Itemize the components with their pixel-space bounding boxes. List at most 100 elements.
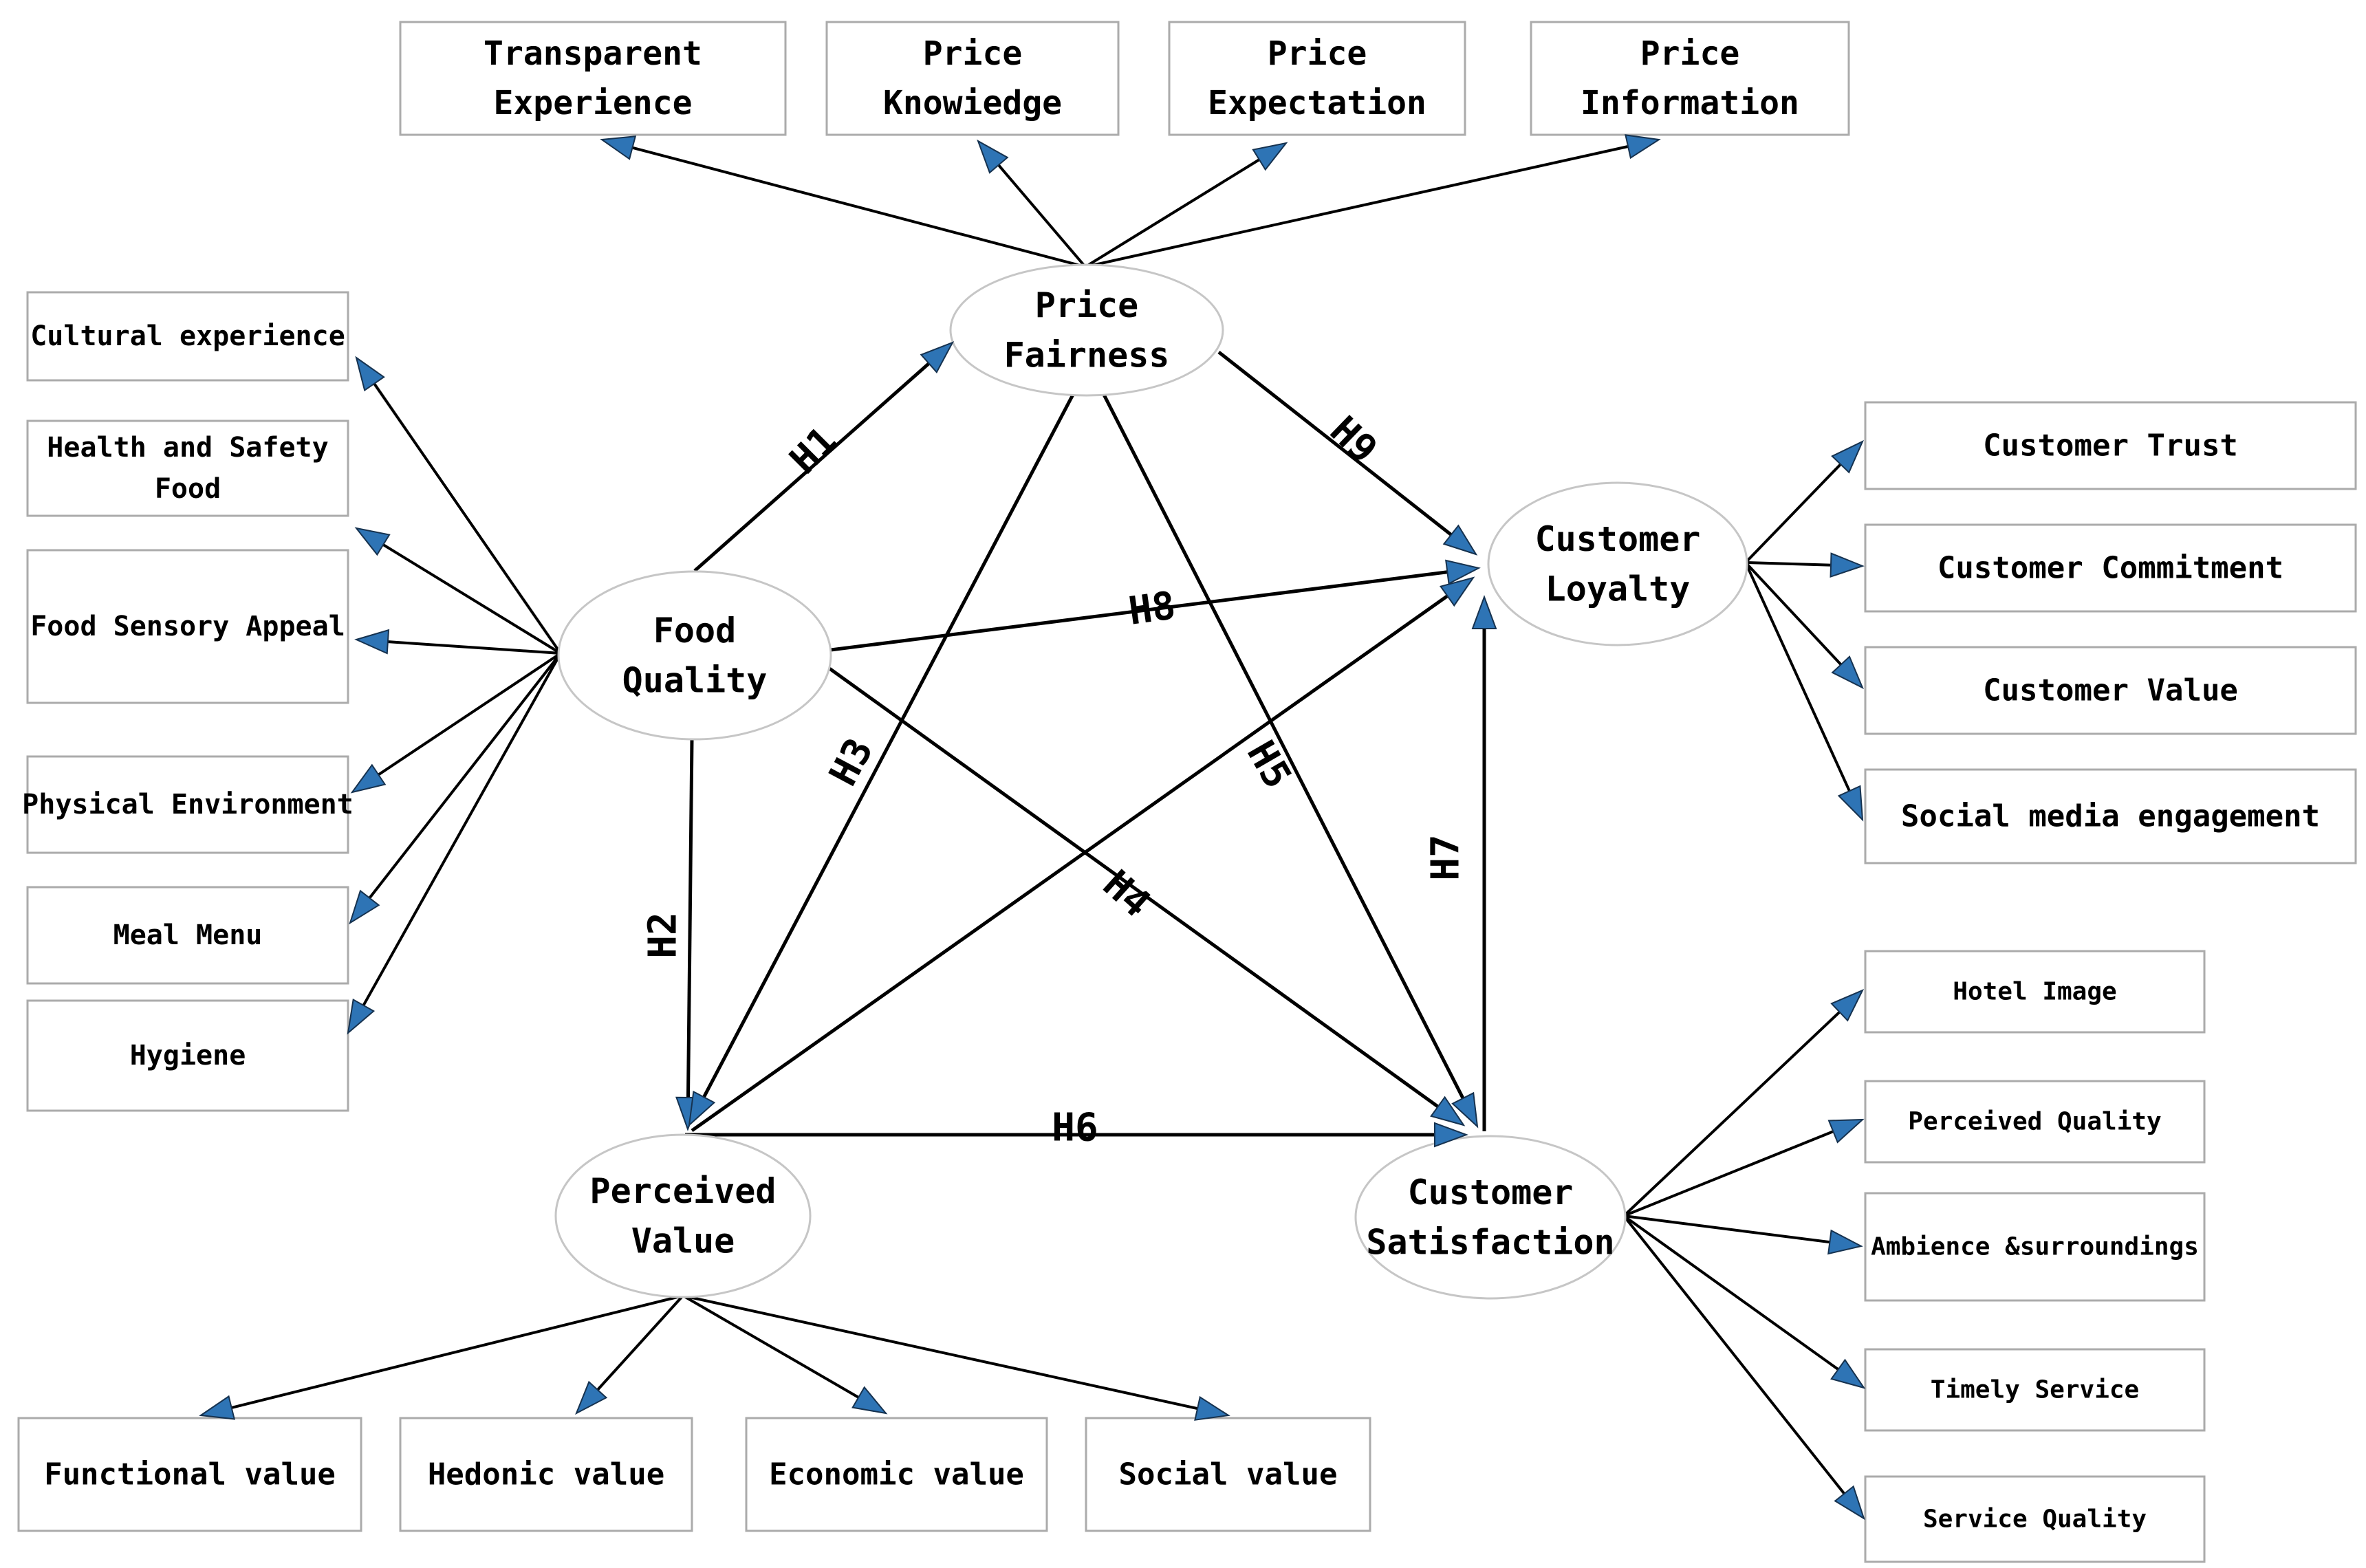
box-economic-value — [745, 1417, 1048, 1532]
box-food-sensory-appeal — [26, 549, 349, 704]
box-social-media-engagement — [1864, 768, 2357, 864]
ellipse-perceived-value — [554, 1133, 812, 1298]
box-price-knowiedge — [825, 21, 1120, 136]
arrowhead-cl-customer-value — [1831, 655, 1864, 690]
arrowhead-pv-economic-value — [851, 1386, 888, 1415]
arrowhead-pf-transparent-experience — [600, 135, 637, 160]
meal-menu-label: Meal Menu — [113, 919, 263, 951]
indicator-line-cs-perceived-quality — [1623, 1126, 1844, 1217]
price-information-label: Price — [1640, 34, 1740, 73]
box-functional-value — [17, 1417, 362, 1532]
box-price-expectation — [1168, 21, 1466, 136]
customer-trust-label: Customer Trust — [1983, 428, 2238, 464]
arrowhead-fq-physical-environment — [350, 763, 387, 794]
customer-satisfaction-label: Customer — [1408, 1173, 1574, 1212]
transparent-experience-label: Experience — [494, 84, 693, 122]
indicator-line-pf-price-expectation — [1084, 153, 1270, 268]
hotel-image-label: Hotel Image — [1953, 978, 2116, 1006]
indicator-line-pv-economic-value — [682, 1294, 869, 1404]
arrowhead-h1 — [920, 341, 955, 373]
ellipse-food-quality — [557, 570, 832, 741]
arrowhead-cl-social-media-engagement — [1837, 785, 1864, 822]
price-expectation-label: Expectation — [1208, 84, 1426, 122]
functional-value-label: Functional value — [44, 1457, 336, 1492]
hygiene-label: Hygiene — [130, 1040, 246, 1071]
indicator-line-fq-food-sensory-appeal — [376, 640, 561, 655]
indicator-line-fq-physical-environment — [368, 652, 562, 783]
indicator-line-fq-meal-menu — [361, 652, 562, 908]
indicator-line-cl-social-media-engagement — [1744, 562, 1856, 802]
indicator-line-pv-functional-value — [220, 1294, 684, 1412]
arrowhead-pv-functional-value — [199, 1395, 236, 1420]
indicator-line-cl-customer-value — [1744, 561, 1849, 674]
food-quality-label: Quality — [622, 660, 768, 700]
arrowhead-cs-hotel-image — [1830, 989, 1865, 1022]
path-line-pv-cl — [691, 588, 1457, 1133]
arrowhead-pf-price-knowiedge — [977, 139, 1009, 174]
arrowhead-h5 — [1451, 1091, 1479, 1129]
arrowhead-h7 — [1471, 595, 1497, 629]
box-ambience-surroundings — [1864, 1192, 2206, 1302]
indicator-line-cs-service-quality — [1622, 1215, 1852, 1503]
box-customer-value — [1864, 646, 2357, 735]
hypothesis-label-h7: H7 — [1424, 834, 1468, 880]
timely-service-label: Timely Service — [1931, 1376, 2139, 1404]
social-value-label: Social value — [1119, 1457, 1338, 1492]
customer-commitment-label: Customer Commitment — [1938, 551, 2283, 586]
path-line-h8 — [830, 569, 1459, 652]
service-quality-label: Service Quality — [1923, 1505, 2147, 1534]
health-safety-food-label: Health and Safety — [47, 432, 328, 464]
path-line-h9 — [1217, 351, 1461, 543]
indicator-line-pv-hedonic-value — [589, 1294, 684, 1400]
indicator-line-cs-hotel-image — [1622, 1003, 1849, 1217]
box-customer-commitment — [1864, 523, 2357, 613]
arrowhead-pf-price-expectation — [1252, 142, 1288, 171]
box-physical-environment — [26, 755, 349, 854]
box-transparent-experience — [399, 21, 787, 136]
indicator-line-fq-cultural-experience — [367, 373, 562, 655]
arrowhead-cl-customer-trust — [1831, 439, 1865, 474]
perceived-quality-label: Perceived Quality — [1908, 1108, 2161, 1136]
hypothesis-label-h6: H6 — [1052, 1106, 1098, 1151]
arrowhead-h3 — [688, 1090, 716, 1127]
hypothesis-label-h3: H3 — [821, 731, 882, 793]
hypothesis-label-h2: H2 — [641, 912, 686, 958]
path-line-h2 — [686, 739, 694, 1109]
price-fairness-label: Fairness — [1004, 335, 1170, 375]
arrowhead-h4 — [1430, 1096, 1466, 1126]
indicator-line-cs-ambience-surroundings — [1623, 1215, 1841, 1245]
arrowhead-fq-health-safety-food — [354, 527, 391, 556]
arrowhead-cs-service-quality — [1834, 1485, 1865, 1521]
hypothesis-label-h1: H1 — [781, 418, 846, 483]
arrowhead-cs-ambience-surroundings — [1827, 1229, 1863, 1255]
arrowhead-cs-timely-service — [1830, 1358, 1866, 1389]
box-service-quality — [1864, 1475, 2206, 1563]
food-quality-label: Food — [653, 611, 736, 651]
indicator-line-fq-health-safety-food — [373, 537, 562, 655]
arrowhead-pv-cl — [1439, 576, 1475, 607]
arrowhead-cs-perceived-quality — [1827, 1118, 1865, 1144]
hypothesis-label-h5: H5 — [1238, 734, 1300, 796]
box-price-information — [1530, 21, 1850, 136]
indicator-line-pf-price-information — [1085, 142, 1640, 268]
perceived-value-label: Perceived — [590, 1171, 777, 1211]
arrowhead-h8 — [1445, 559, 1481, 585]
indicator-line-fq-hygiene — [356, 653, 562, 1016]
cultural-experience-label: Cultural experience — [30, 320, 345, 352]
hypothesis-label-h4: H4 — [1094, 862, 1159, 926]
price-expectation-label: Price — [1268, 34, 1367, 73]
box-hygiene — [26, 999, 349, 1112]
price-fairness-label: Price — [1035, 285, 1139, 325]
social-media-engagement-label: Social media engagement — [1901, 799, 2320, 834]
arrowhead-fq-food-sensory-appeal — [354, 629, 390, 655]
customer-loyalty-label: Loyalty — [1545, 569, 1691, 609]
box-hedonic-value — [399, 1417, 693, 1532]
price-knowiedge-label: Knowiedge — [883, 84, 1062, 122]
arrowhead-cl-customer-commitment — [1830, 552, 1865, 578]
box-hotel-image — [1864, 950, 2206, 1034]
box-meal-menu — [26, 886, 349, 985]
price-information-label: Information — [1581, 84, 1799, 122]
arrowhead-fq-meal-menu — [349, 889, 380, 925]
physical-environment-label: Physical Environment — [22, 789, 354, 820]
